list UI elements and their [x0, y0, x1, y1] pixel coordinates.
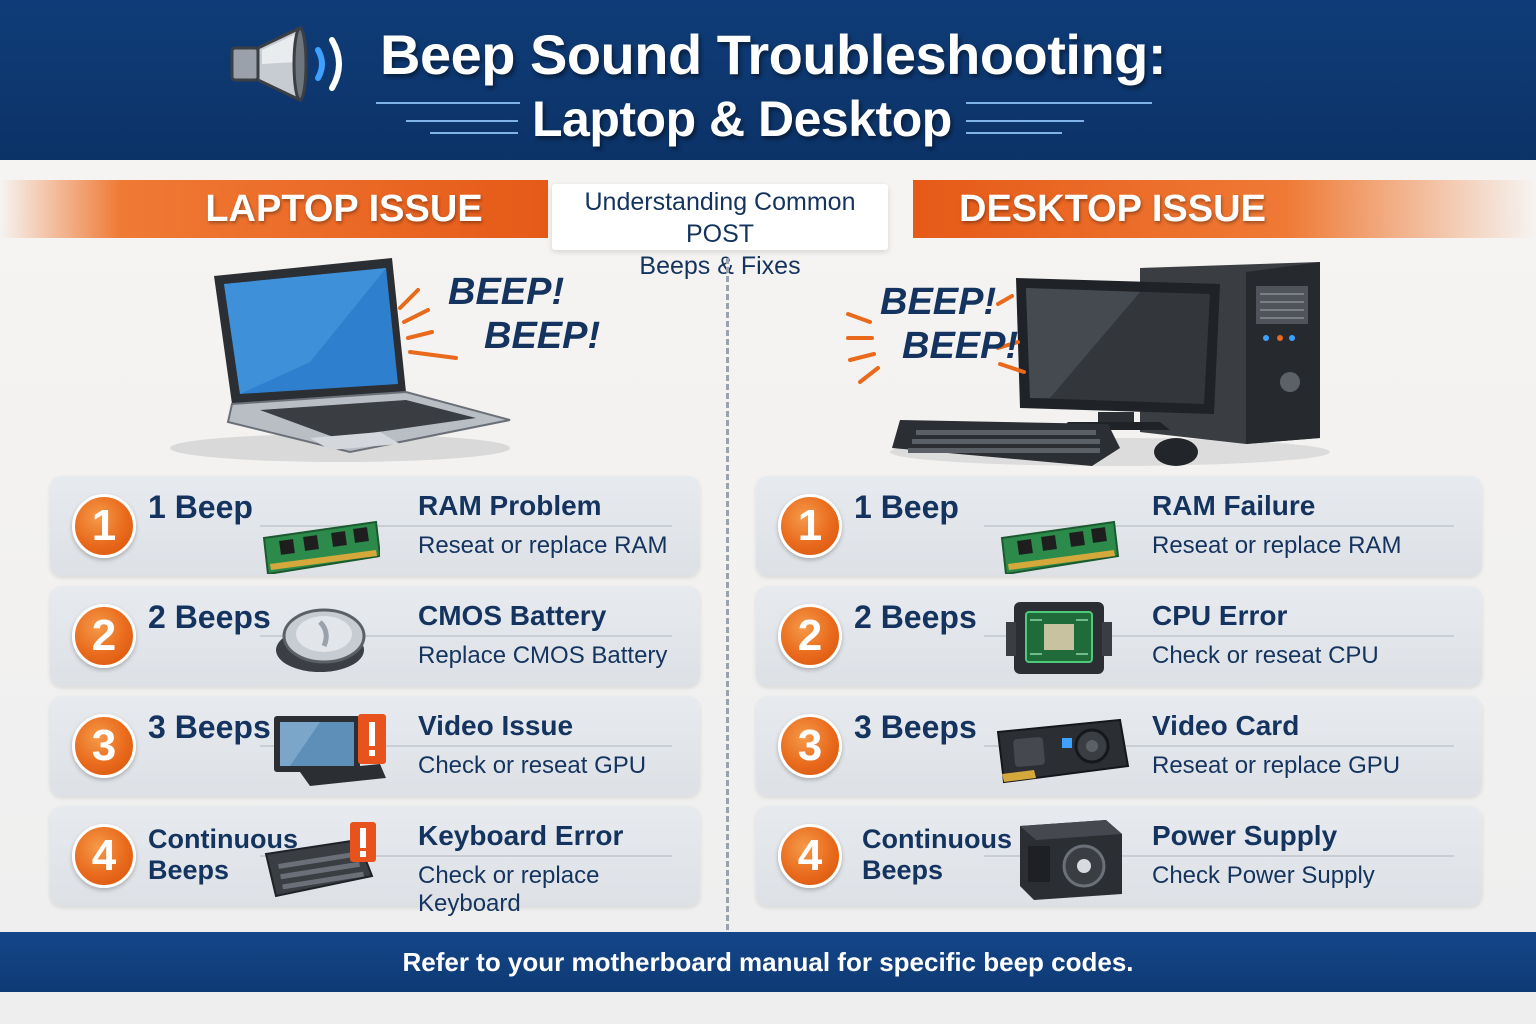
desktop-row-2: 2 2 Beeps CPU Error Check or reseat CPU	[756, 586, 1482, 686]
subtitle-line1: Understanding Common POST	[584, 188, 856, 248]
row-separator	[984, 745, 1454, 747]
fix-text: Replace CMOS Battery	[418, 642, 668, 669]
fix-text: Check or reseat CPU	[1152, 642, 1379, 669]
issue-title: CPU Error	[1152, 600, 1288, 631]
cpu-chip-icon	[1006, 602, 1112, 674]
decorative-line	[430, 132, 518, 134]
fix-text: Reseat or replace RAM	[418, 532, 668, 559]
step-number-badge: 1	[72, 494, 136, 558]
row-separator	[260, 635, 672, 637]
laptop-row-2: 2 2 Beeps CMOS Battery Replace CMOS Batt…	[50, 586, 700, 686]
beep-burst-lines	[846, 294, 1026, 384]
ram-stick-icon	[1000, 520, 1120, 574]
beep-count-label: 3 Beeps	[854, 709, 977, 745]
issue-title: Power Supply	[1152, 820, 1338, 851]
desktop-beep-1: BEEP!	[880, 281, 996, 323]
desktop-row-3: 3 3 Beeps Video Card Reseat or replace G…	[756, 696, 1482, 796]
desktop-row-1: 1 1 Beep RAM Failure Reseat or replace R…	[756, 476, 1482, 576]
fix-text: Reseat or replace GPU	[1152, 752, 1401, 779]
bottom-strip	[0, 992, 1536, 1024]
laptop-issue-banner: LAPTOP ISSUE	[0, 180, 548, 238]
column-divider	[726, 258, 729, 930]
beep-count-label: 2 Beeps	[854, 599, 977, 635]
beep-count-label: 1 Beep	[148, 489, 253, 525]
step-number-badge: 3	[778, 714, 842, 778]
issue-title: RAM Problem	[418, 490, 602, 521]
step-number-badge: 1	[778, 494, 842, 558]
issue-title: RAM Failure	[1152, 490, 1316, 521]
beep-count-label: 1 Beep	[854, 489, 959, 525]
subtitle-box: Understanding Common POST Beeps & Fixes	[552, 184, 888, 280]
row-separator	[984, 635, 1454, 637]
decorative-line	[966, 132, 1062, 134]
video-card-icon	[996, 718, 1130, 784]
row-separator	[260, 745, 672, 747]
header-bar: Beep Sound Troubleshooting: Laptop & Des…	[0, 0, 1536, 160]
beep-burst-lines	[398, 288, 458, 360]
cmos-battery-icon	[276, 608, 366, 672]
desktop-row-4: 4 Continuous Beeps Power Supply Check Po…	[756, 806, 1482, 906]
ram-stick-icon	[262, 520, 380, 574]
decorative-line	[966, 120, 1084, 122]
title-underline-right	[966, 102, 1152, 104]
laptop-beep-2: BEEP!	[484, 315, 600, 357]
laptop-row-3: 3 3 Beeps Video Issue Check or reseat GP…	[50, 696, 700, 796]
row-separator	[260, 525, 672, 527]
beep-count-label: 3 Beeps	[148, 709, 271, 745]
laptop-row-1: 1 1 Beep RAM Problem Reseat or replace R…	[50, 476, 700, 576]
monitor-warning-icon	[274, 714, 386, 786]
row-separator	[984, 855, 1454, 857]
step-number-badge: 3	[72, 714, 136, 778]
desktop-illustration: BEEP! BEEP!	[846, 262, 1330, 466]
speaker-icon	[230, 25, 342, 103]
keyboard-warning-icon	[264, 822, 376, 898]
laptop-row-4: 4 Continuous Beeps Keyboard Error Check …	[50, 806, 700, 917]
beep-count-label: Continuous Beeps	[862, 824, 1012, 886]
issue-title: Video Card	[1152, 710, 1300, 741]
footer-note: Refer to your motherboard manual for spe…	[402, 946, 1134, 977]
step-number-badge: 2	[72, 604, 136, 668]
step-number-badge: 4	[72, 824, 136, 888]
fix-text: Reseat or replace RAM	[1152, 532, 1402, 559]
beep-count-line1: Continuous	[148, 824, 298, 854]
beep-count-label: Continuous Beeps	[148, 824, 298, 886]
laptop-issue-label: LAPTOP ISSUE	[205, 187, 483, 230]
decorative-line	[406, 120, 518, 122]
desktop-issue-label: DESKTOP ISSUE	[959, 187, 1266, 230]
footer-bar: Refer to your motherboard manual for spe…	[0, 932, 1536, 992]
issue-title: CMOS Battery	[418, 600, 607, 631]
step-number-badge: 4	[778, 824, 842, 888]
desktop-beep-2: BEEP!	[902, 325, 1018, 367]
laptop-illustration: BEEP! BEEP!	[170, 258, 600, 462]
beep-count-line2: Beeps	[862, 855, 944, 885]
fix-text: Check Power Supply	[1152, 862, 1375, 889]
row-separator	[260, 855, 672, 857]
row-separator	[984, 525, 1454, 527]
title-underline-left	[376, 102, 520, 104]
page-title: Beep Sound Troubleshooting:	[380, 23, 1167, 86]
desktop-issue-banner: DESKTOP ISSUE	[913, 180, 1536, 238]
subtitle-line2: Beeps & Fixes	[639, 252, 801, 280]
beep-count-label: 2 Beeps	[148, 599, 271, 635]
step-number-badge: 2	[778, 604, 842, 668]
laptop-beep-1: BEEP!	[448, 271, 564, 313]
page-subtitle: Laptop & Desktop	[532, 91, 952, 147]
beep-count-line1: Continuous	[862, 824, 1012, 854]
beep-count-line2: Beeps	[148, 855, 230, 885]
fix-text: Check or reseat GPU	[418, 752, 647, 779]
power-supply-icon	[1020, 820, 1122, 900]
issue-title: Keyboard Error	[418, 820, 624, 851]
fix-text: Check or replace Keyboard	[418, 862, 600, 917]
issue-title: Video Issue	[418, 710, 574, 741]
